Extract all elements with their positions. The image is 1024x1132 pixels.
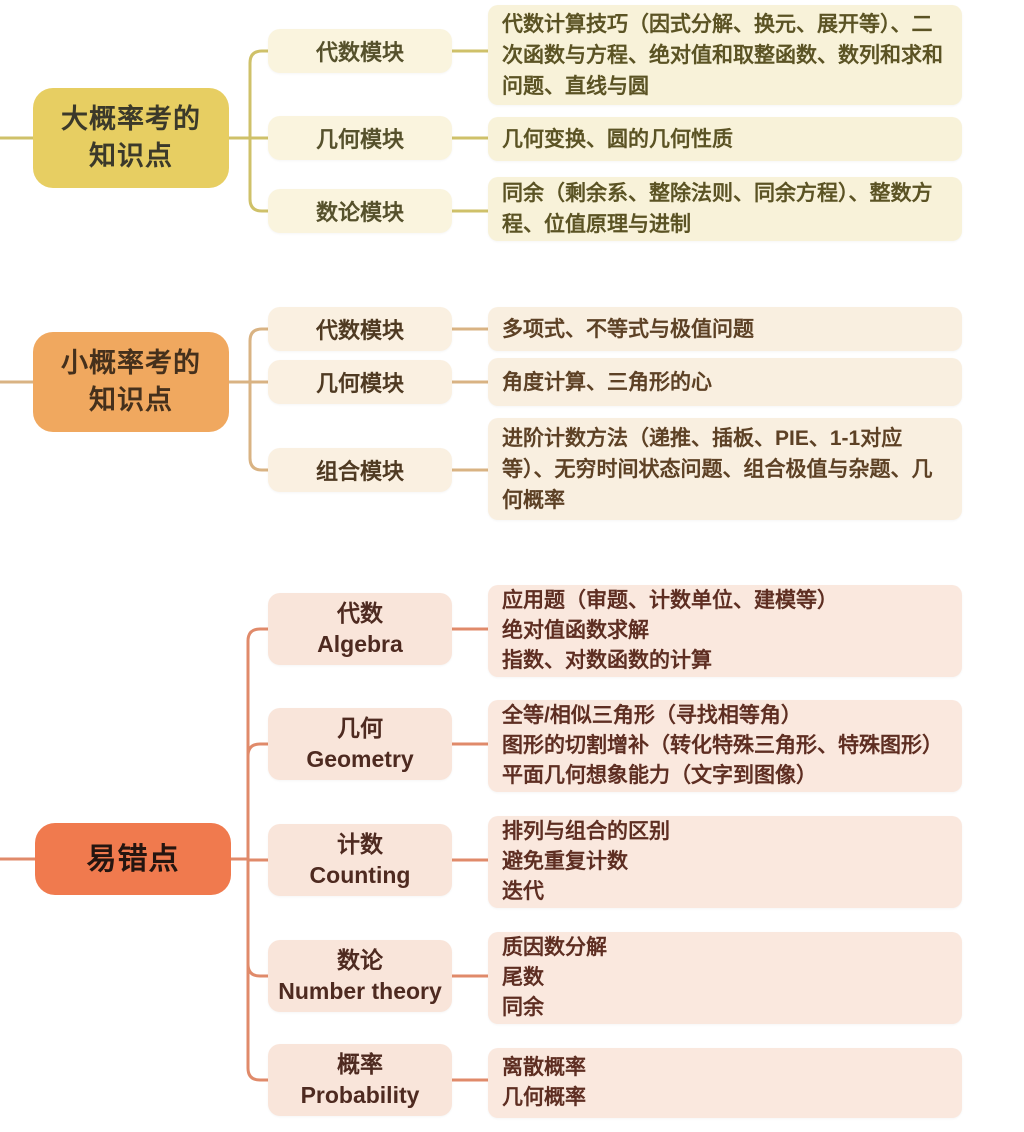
topic-node: 几何变换、圆的几何性质 — [488, 117, 962, 161]
topic-node: 角度计算、三角形的心 — [488, 358, 962, 406]
branch-2-connectors — [0, 327, 490, 472]
branch-node-high-probability: 大概率考的 知识点 — [33, 88, 229, 188]
module-node-counting: 计数 Counting — [268, 824, 452, 896]
topic-node: 排列与组合的区别 避免重复计数 迭代 — [488, 816, 962, 908]
module-node-algebra: 代数模块 — [268, 307, 452, 351]
module-node-combinatorics: 组合模块 — [268, 448, 452, 492]
branch-node-common-mistakes: 易错点 — [35, 823, 231, 895]
topic-node: 离散概率 几何概率 — [488, 1048, 962, 1118]
module-node-number-theory: 数论模块 — [268, 189, 452, 233]
module-node-geometry: 几何模块 — [268, 360, 452, 404]
topic-node: 质因数分解 尾数 同余 — [488, 932, 962, 1024]
branch-node-low-probability: 小概率考的 知识点 — [33, 332, 229, 432]
module-node-number-theory: 数论 Number theory — [268, 940, 452, 1012]
topic-node: 同余（剩余系、整除法则、同余方程）、整数方程、位值原理与进制 — [488, 177, 962, 241]
topic-node: 多项式、不等式与极值问题 — [488, 307, 962, 351]
topic-node: 全等/相似三角形（寻找相等角） 图形的切割增补（转化特殊三角形、特殊图形） 平面… — [488, 700, 962, 792]
module-node-algebra: 代数模块 — [268, 29, 452, 73]
branch-1-connectors — [0, 49, 490, 213]
topic-node: 应用题（审题、计数单位、建模等） 绝对值函数求解 指数、对数函数的计算 — [488, 585, 962, 677]
topic-node: 代数计算技巧（因式分解、换元、展开等）、二次函数与方程、绝对值和取整函数、数列和… — [488, 5, 962, 105]
module-node-geometry: 几何模块 — [268, 116, 452, 160]
module-node-geometry: 几何 Geometry — [268, 708, 452, 780]
branch-3-connectors — [0, 627, 490, 1082]
topic-node: 进阶计数方法（递推、插板、PIE、1-1对应等）、无穷时间状态问题、组合极值与杂… — [488, 418, 962, 520]
module-node-probability: 概率 Probability — [268, 1044, 452, 1116]
module-node-algebra: 代数 Algebra — [268, 593, 452, 665]
